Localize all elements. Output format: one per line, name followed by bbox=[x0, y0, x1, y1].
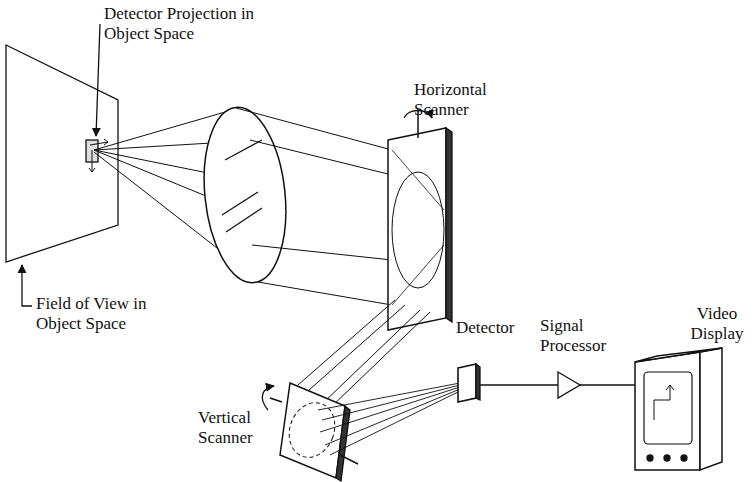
video-display bbox=[635, 348, 722, 470]
display-label: Video Display bbox=[684, 304, 750, 344]
field-of-view-plane bbox=[6, 45, 118, 262]
amplifier-symbol bbox=[558, 372, 580, 398]
detector-element bbox=[458, 364, 476, 402]
signal-wire bbox=[580, 384, 635, 385]
leader-line bbox=[96, 24, 100, 136]
processor-label: Signal Processor bbox=[540, 316, 622, 356]
scanner-label: Horizontal Scanner bbox=[414, 80, 509, 120]
field-of-view-label: Field of View in Object Space bbox=[36, 294, 186, 334]
horizontal-scanner-mirror bbox=[388, 128, 446, 330]
objective-lens bbox=[196, 103, 294, 286]
detector-label: Detector bbox=[456, 318, 536, 338]
scanner-label: Vertical Scanner bbox=[198, 408, 270, 448]
signal-wire bbox=[480, 384, 558, 385]
vertical-scanner-mirror bbox=[280, 383, 345, 478]
detector-projection-label: Detector Projection in Object Space bbox=[104, 4, 294, 44]
leader-line bbox=[22, 265, 32, 306]
